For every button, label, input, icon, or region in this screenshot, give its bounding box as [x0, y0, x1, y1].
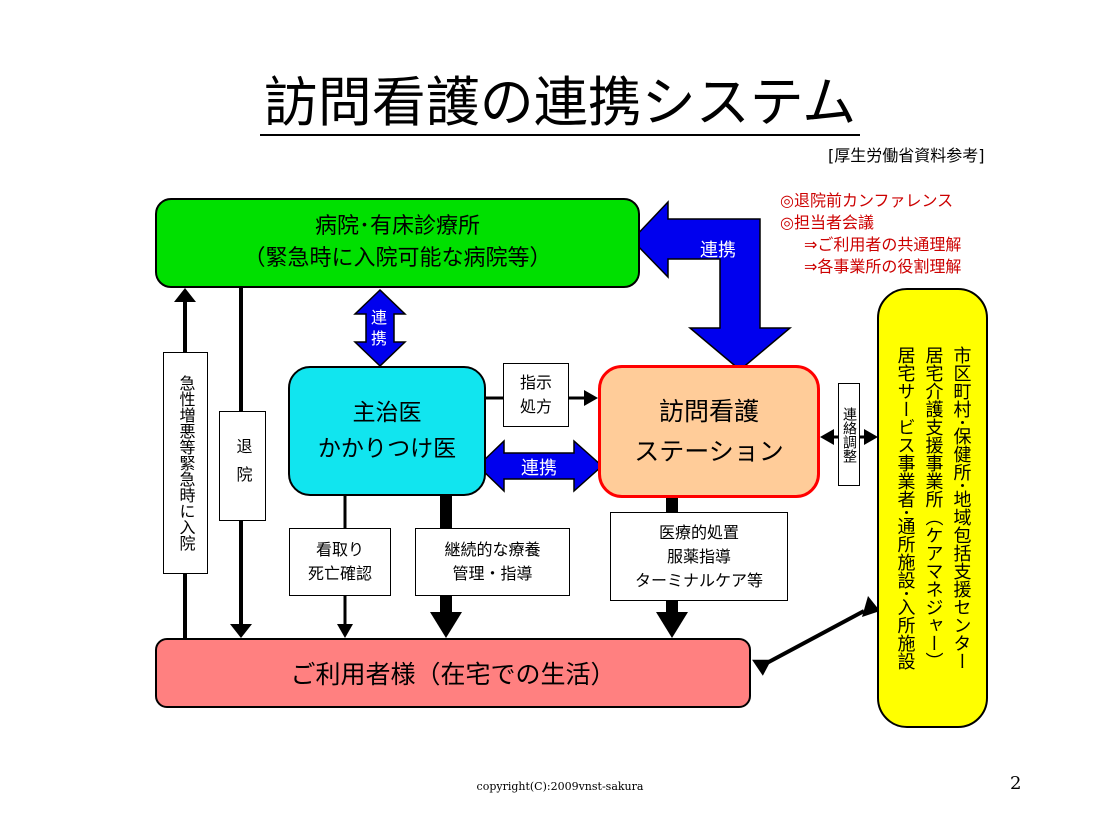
note-discharge-conference: ◎退院前カンファレンス: [780, 191, 954, 210]
municipal-col-1: 市区町村･保健所･地域包括支援センター: [950, 346, 972, 670]
keizoku-arrow-head: [430, 612, 462, 638]
renkei-bent-arrow: [630, 200, 793, 371]
user-label: ご利用者様（在宅での生活）: [290, 660, 616, 689]
user-municipal-arrow-head-right: [862, 596, 880, 617]
keizoku-label: 継続的な療養 管理・指導: [415, 528, 570, 596]
note-role-understanding: ⇒各事業所の役割理解: [804, 257, 962, 276]
discharge-arrow-head: [230, 624, 252, 638]
emergency-admission-label: 急性増悪等緊急時に入院: [163, 352, 208, 574]
mitori-line2: 死亡確認: [307, 564, 372, 583]
renkei-v-label-2: 携: [371, 329, 387, 348]
hospital-name: 病院･有床診療所: [314, 214, 480, 239]
municipal-col-2: 居宅介護支援事業所（ケアマネジャー）: [922, 346, 944, 670]
doctor-subtitle: かかりつけ医: [317, 436, 457, 462]
doctor-box: 主治医 かかりつけ医: [288, 366, 486, 496]
renraku-text: 連絡調整: [841, 406, 857, 463]
renkei-v-label-1: 連: [371, 308, 387, 327]
iryo-line1: 医療的処置: [658, 522, 739, 542]
emergency-arrow-head: [174, 288, 196, 302]
instruction-arrow-head: [584, 390, 598, 406]
slide-title: 訪問看護の連携システム: [0, 58, 1120, 137]
slide-title-text: 訪問看護の連携システム: [259, 71, 861, 136]
keizoku-line1: 継続的な療養: [444, 540, 541, 559]
iryo-line3: ターミナルケア等: [634, 570, 763, 590]
instruction-line1: 指示: [519, 373, 552, 392]
renkei-mid-label: 連携: [521, 458, 557, 479]
copyright-footer: copyright(C):2009vnst-sakura: [476, 780, 644, 793]
user-municipal-arrow: [764, 609, 865, 666]
instruction-label: 指示 処方: [503, 363, 569, 427]
hospital-box: 病院･有床診療所 （緊急時に入院可能な病院等）: [155, 198, 640, 288]
emergency-admission-text: 急性増悪等緊急時に入院: [176, 375, 196, 551]
note-care-meeting: ◎担当者会議: [780, 213, 874, 232]
keizoku-line2: 管理・指導: [452, 564, 533, 583]
conference-notes: ◎退院前カンファレンス ◎担当者会議 ⇒ご利用者の共通理解 ⇒各事業所の役割理解: [780, 190, 961, 278]
iryo-arrow-head: [656, 612, 688, 638]
page-number: 2: [1010, 773, 1022, 794]
discharge-text: 退院: [233, 438, 253, 494]
instruction-line2: 処方: [519, 397, 552, 416]
user-municipal-arrow-head-left: [752, 659, 772, 676]
renkei-vertical-arrow: [353, 288, 407, 368]
source-note: [厚生労働省資料参考]: [828, 146, 985, 165]
renraku-arrow-head-right: [864, 429, 878, 445]
mitori-label: 看取り 死亡確認: [289, 528, 391, 596]
renkei-top-label: 連携: [700, 240, 736, 261]
renraku-label: 連絡調整: [838, 383, 860, 486]
municipal-col-3: 居宅サービス事業者･通所施設･入所施設: [894, 346, 916, 670]
iryo-line2: 服薬指導: [666, 546, 731, 566]
renraku-arrow-head-left: [820, 429, 834, 445]
discharge-label: 退院: [219, 411, 266, 521]
iryo-label: 医療的処置 服薬指導 ターミナルケア等: [610, 512, 788, 601]
hospital-desc: （緊急時に入院可能な病院等）: [243, 246, 552, 271]
municipal-box: 市区町村･保健所･地域包括支援センター 居宅介護支援事業所（ケアマネジャー） 居…: [877, 288, 988, 728]
user-box: ご利用者様（在宅での生活）: [155, 638, 751, 708]
mitori-line1: 看取り: [315, 540, 364, 559]
mitori-arrow-head: [337, 624, 353, 638]
station-subtitle: ステーション: [634, 436, 784, 466]
doctor-title: 主治医: [352, 400, 422, 426]
note-common-understanding: ⇒ご利用者の共通理解: [804, 235, 962, 254]
station-title: 訪問看護: [658, 396, 759, 426]
nursing-station-box: 訪問看護 ステーション: [598, 365, 820, 498]
